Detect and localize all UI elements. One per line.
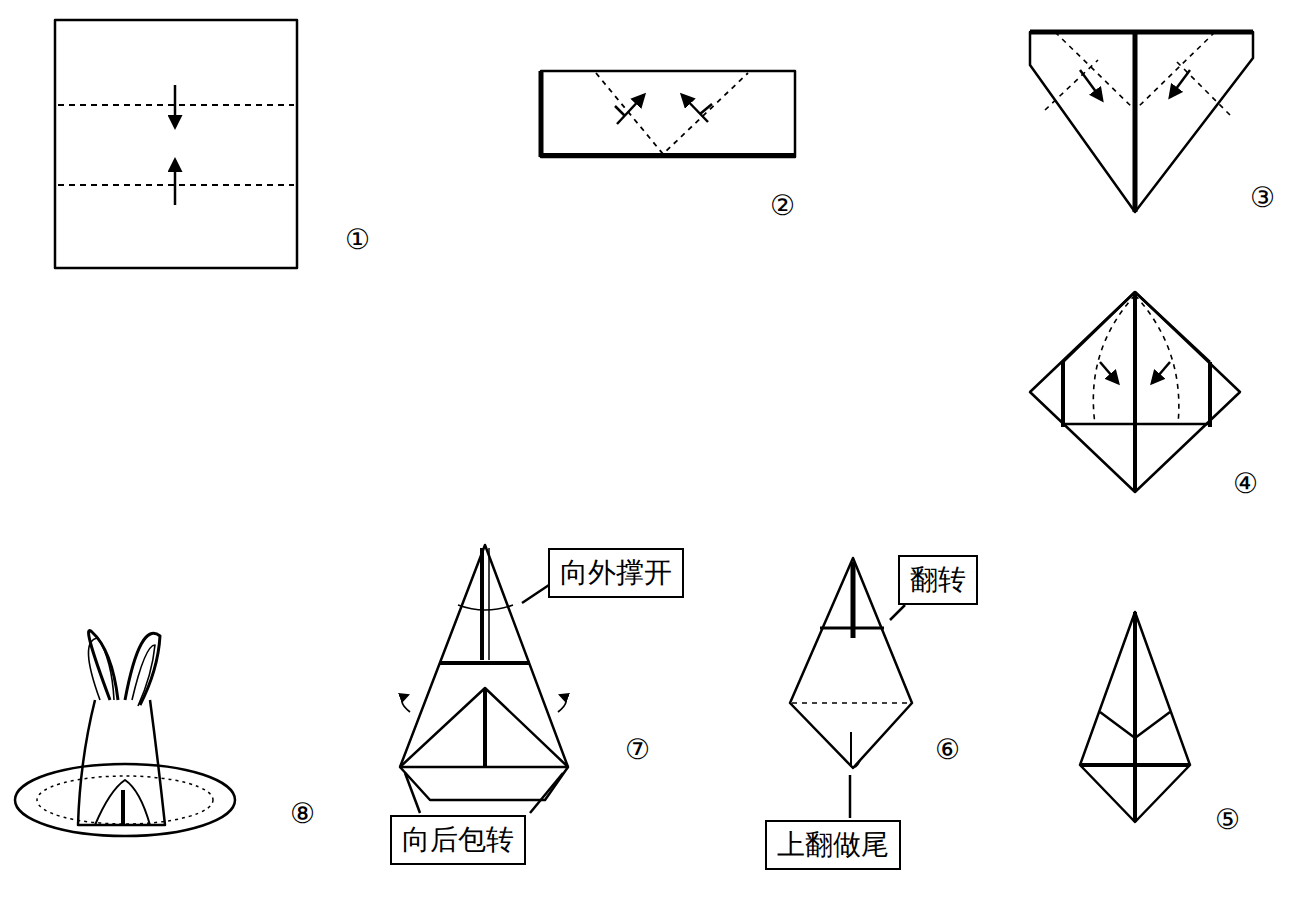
step-number: ⑥ (935, 736, 960, 764)
step-5-kite (1080, 612, 1190, 822)
callout-box: 上翻做尾 (765, 820, 901, 870)
step-number: ① (345, 226, 370, 254)
step-8-bunny (15, 630, 235, 836)
callout-box: 向后包转 (390, 815, 526, 865)
step-6-kite (790, 558, 912, 818)
callout-text: 向后包转 (402, 823, 514, 857)
step-number: ③ (1250, 184, 1275, 212)
step-number: ② (770, 192, 795, 220)
callout-box: 翻转 (898, 555, 978, 605)
step-number: ⑦ (625, 736, 650, 764)
step-number: ④ (1233, 470, 1258, 498)
step-number: ⑧ (290, 800, 315, 828)
step-number: ⑤ (1215, 806, 1240, 834)
callout-box: 向外撑开 (548, 548, 684, 598)
step-3-house (1030, 32, 1253, 212)
callout-text: 翻转 (910, 563, 966, 597)
step-2-strip (541, 71, 795, 157)
step-1-square (55, 20, 297, 268)
callout-text: 上翻做尾 (777, 828, 889, 862)
step-4-diamond (1030, 292, 1240, 492)
step-7-figure (400, 545, 568, 813)
callout-text: 向外撑开 (560, 556, 672, 590)
